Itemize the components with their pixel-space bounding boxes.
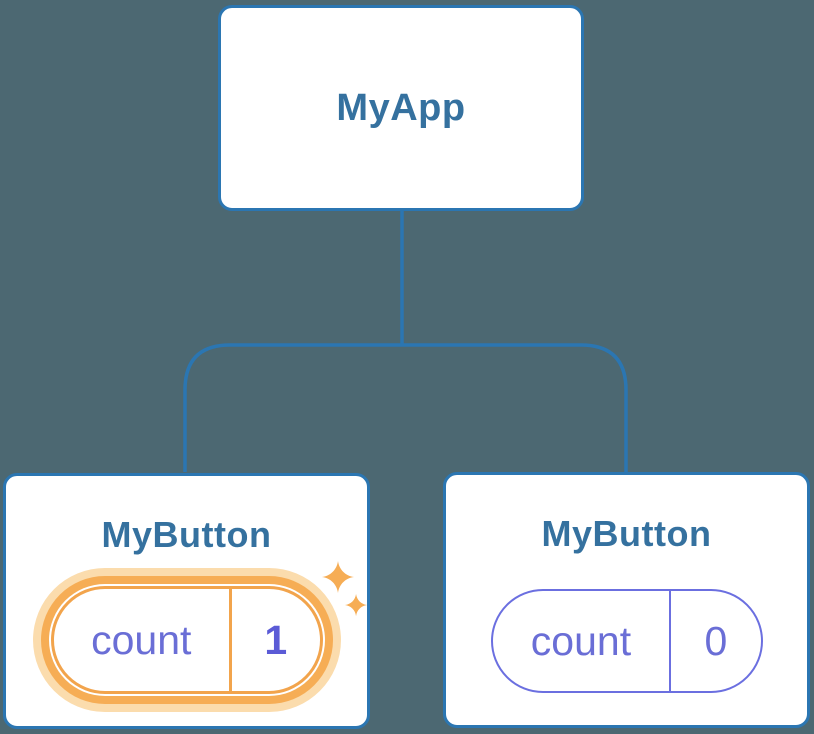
state-value: 0: [704, 617, 728, 664]
node-mybutton-right: MyButton count 0: [443, 472, 810, 728]
state-key-label: count: [493, 591, 672, 691]
node-mybutton-right-label: MyButton: [541, 513, 712, 554]
connector-branch: [183, 343, 628, 472]
state-value: 1: [264, 616, 288, 663]
node-myapp-label: MyApp: [336, 86, 466, 129]
node-mybutton-left-label: MyButton: [101, 514, 272, 555]
node-mybutton-left: MyButton count 1: [3, 473, 370, 729]
state-badge: count 0: [490, 589, 763, 693]
node-myapp: MyApp: [218, 5, 584, 211]
state-key-label: count: [54, 589, 233, 691]
state-badge-highlighted: count 1: [50, 586, 323, 694]
